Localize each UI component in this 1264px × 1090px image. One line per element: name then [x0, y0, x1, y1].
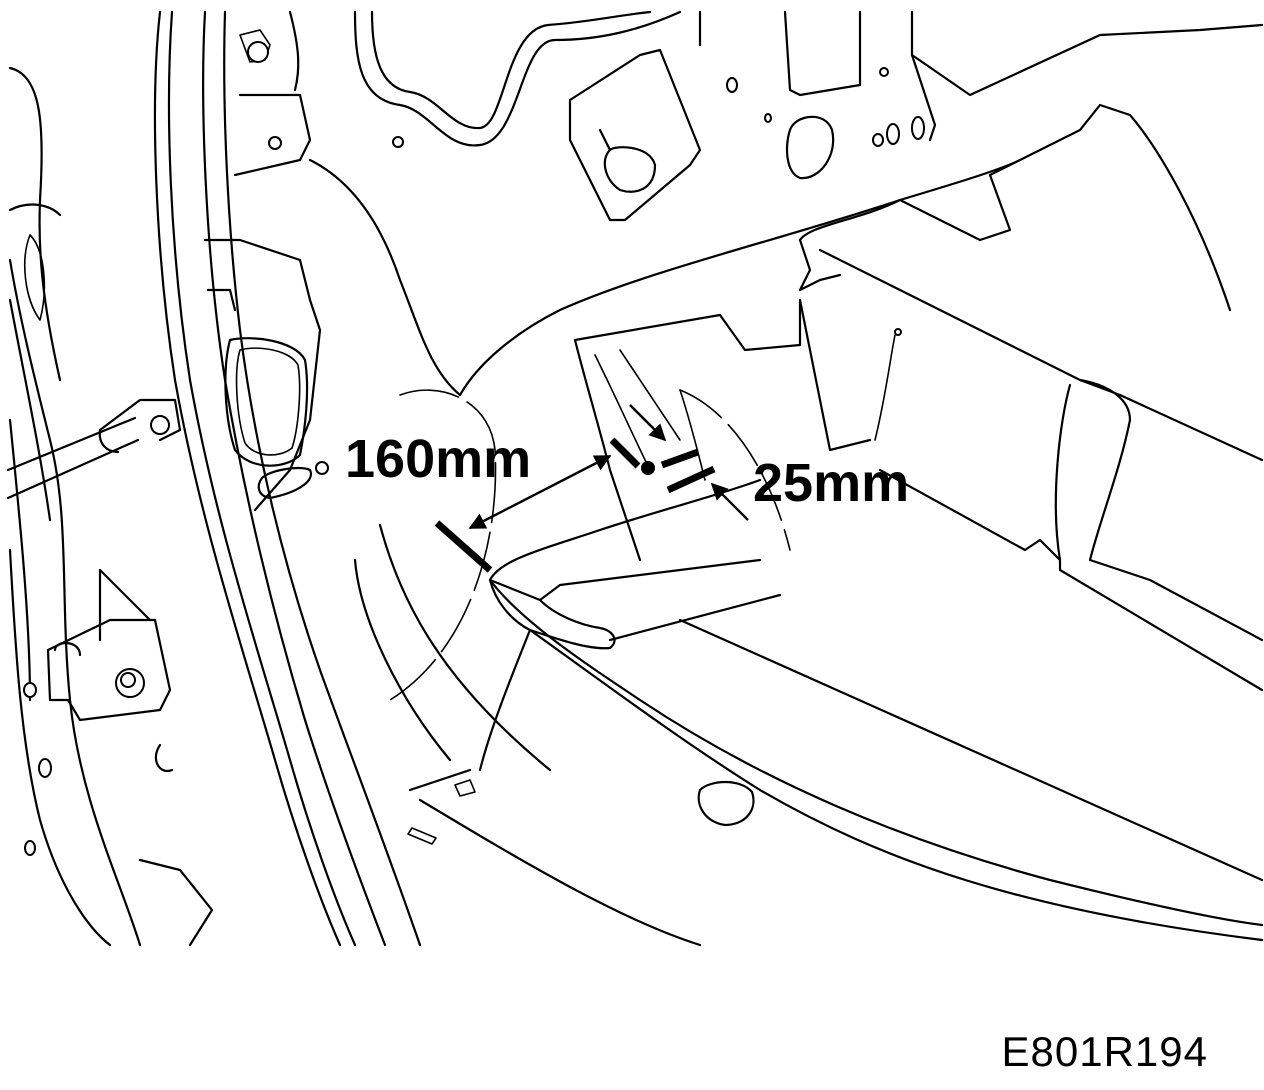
cut-mark-upper [660, 448, 700, 469]
sill-and-floor [353, 298, 1264, 947]
dimension-arrow-25-lower [710, 482, 749, 521]
dimension-label-160: 160mm [345, 429, 531, 489]
cut-marks [434, 437, 716, 573]
dimension-arrow-25-upper [629, 404, 667, 442]
dimension-label-25: 25mm [753, 453, 909, 513]
figure-reference-code: E801R194 [1001, 1028, 1208, 1075]
upper-panel [353, 10, 1264, 397]
cut-mark-outer [434, 520, 493, 573]
cut-mark-center [609, 437, 641, 469]
inner-panel [203, 158, 462, 512]
door-hinge-area [6, 66, 214, 947]
b-pillar [153, 10, 422, 947]
dimension-arrows [468, 404, 749, 530]
dimension-arrow-160 [468, 454, 612, 530]
cut-mark-lower [666, 465, 716, 494]
floor-crossmember [798, 103, 1264, 692]
reference-dot [641, 461, 655, 475]
